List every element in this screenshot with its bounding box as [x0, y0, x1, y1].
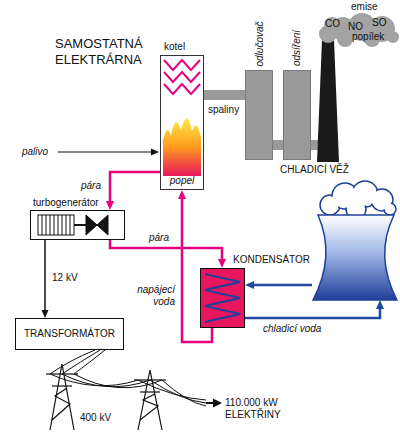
edge-label: 12 kV [51, 272, 79, 284]
cooling-tower-shell [313, 215, 397, 300]
condenser-box: KONDENSÁTOR [200, 268, 245, 328]
power-cable-line [44, 240, 46, 310]
turbogenerator-label: turbogenerátor [33, 197, 99, 209]
steam-puff [386, 205, 395, 214]
power-cable [42, 240, 49, 318]
boiler-flame [163, 118, 201, 176]
cooling-water-pipe-line [245, 309, 380, 318]
arrow-head [218, 259, 226, 268]
flue-gas-duct-line [204, 90, 245, 100]
edge-label: napájecí voda [126, 284, 176, 308]
steam-pipe-line [110, 172, 160, 201]
arrow-head [376, 300, 384, 309]
emission-item: popílek [352, 31, 384, 43]
fuel-label: palivo [22, 146, 48, 158]
power-line [74, 350, 206, 406]
edge-label: spaliny [207, 104, 240, 116]
desulphurisation-column: odsíření [283, 70, 311, 160]
pylon [134, 370, 166, 430]
boiler-label: kotel [164, 41, 185, 53]
generator-stripe [50, 215, 51, 235]
flue-gas-duct [273, 145, 283, 146]
generator-stripe [42, 215, 43, 235]
boiler-tube [164, 60, 200, 70]
turbogenerator-box: turbogenerátor [30, 210, 125, 240]
transformer-box: TRANSFORMÁTOR [15, 318, 124, 350]
smoke-cloud [319, 13, 399, 47]
arrow-head [245, 281, 254, 289]
transformer-label: TRANSFORMÁTOR [24, 328, 115, 340]
generator-body [38, 215, 74, 235]
steam-pipe [106, 172, 160, 210]
output-label: 110.000 kW ELEKTŘINY [225, 397, 289, 421]
feed-water-pipe [178, 190, 212, 342]
power-line [62, 350, 206, 403]
boiler-tube [164, 84, 200, 94]
steam-cloud-outline [320, 181, 396, 219]
cooling-water-pipe-line [254, 284, 312, 287]
pylon-bracing [52, 388, 70, 420]
cooling-tower-label: CHLADICÍ VĚŽ [280, 164, 349, 176]
generator-stripe [58, 215, 59, 235]
pylon-arm [52, 385, 72, 386]
condenser-coil [205, 274, 240, 322]
separator-column: odlučovač [245, 70, 273, 160]
power-lines [50, 350, 206, 406]
smoke-puff [387, 31, 399, 43]
boiler-tube [164, 72, 200, 82]
boiler-tubes [164, 60, 200, 94]
arrow-head [178, 190, 186, 199]
column-label: odlučovač [253, 21, 265, 66]
smoke-puff [337, 31, 353, 47]
voltage-label: 400 kV [80, 412, 111, 424]
pylon-arm [140, 391, 160, 392]
condenser-body [200, 268, 245, 328]
emission-label: emise [351, 1, 378, 13]
pylon-bracing [140, 394, 158, 420]
cooling-water-pipe [245, 281, 312, 289]
output-arrow-line [206, 402, 214, 404]
edge-label: pára [148, 232, 170, 244]
cooling-tower: CHLADICÍ VĚŽ [312, 215, 398, 300]
edge-label: chladicí voda [262, 323, 322, 335]
turbine-shaft [74, 224, 86, 226]
flue-gas-duct [204, 95, 245, 96]
ash-label: popel [161, 175, 203, 187]
arrow-head [42, 310, 49, 318]
column-label: odsíření [291, 30, 303, 66]
power-line [50, 350, 206, 400]
turbine-icon [38, 215, 108, 235]
chimney [317, 40, 339, 162]
emission-item: SO [372, 17, 386, 29]
generator-stripe [46, 215, 47, 235]
steam-cloud-fill [322, 183, 395, 218]
generator-stripe [54, 215, 55, 235]
edge-label: pára [80, 180, 102, 192]
fuel-arrow-line [58, 151, 152, 152]
generator-stripe [66, 215, 67, 235]
generator-stripe [62, 215, 63, 235]
steam-pipe [110, 240, 226, 268]
generator-stripe [70, 215, 71, 235]
cooling-water-pipe [245, 300, 384, 318]
pylon-legs [138, 370, 162, 430]
feed-water-pipe-line [182, 199, 212, 342]
output-arrow-head [213, 399, 222, 408]
condenser-label: KONDENSÁTOR [233, 254, 310, 266]
turbine-valve [86, 215, 108, 235]
diagram-title: SAMOSTATNÁ ELEKTRÁRNA [55, 36, 155, 68]
arrow-head [106, 201, 114, 210]
fuel-arrow-head [151, 149, 159, 156]
boiler: kotelpopel [160, 55, 204, 190]
flue-gas-duct-line [273, 140, 283, 150]
emission-item: CO [325, 18, 340, 30]
